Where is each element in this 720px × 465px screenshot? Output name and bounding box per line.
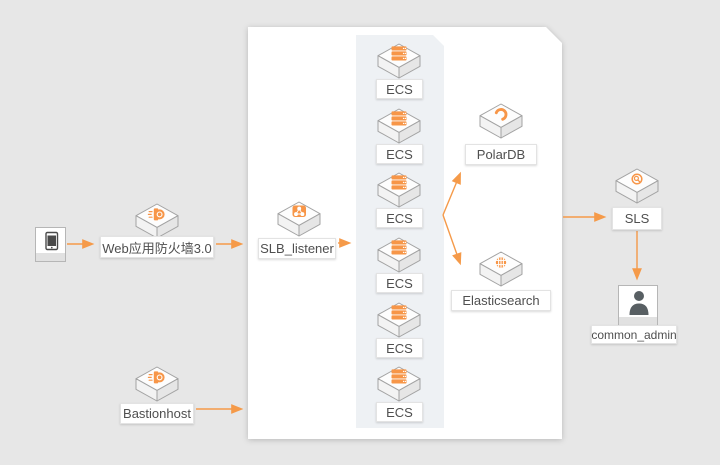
admin-label: common_admin xyxy=(591,325,677,344)
node-elasticsearch[interactable]: Elasticsearch xyxy=(451,251,551,311)
node-waf[interactable]: Web应用防火墙3.0 xyxy=(100,203,214,259)
bastionhost-icon xyxy=(135,366,179,402)
elasticsearch-label: Elasticsearch xyxy=(451,290,551,311)
ecs-label: ECS xyxy=(376,273,423,293)
node-bastionhost[interactable]: Bastionhost xyxy=(120,366,194,426)
node-ecs-5[interactable]: ECS xyxy=(376,302,423,358)
polardb-icon xyxy=(479,103,523,139)
mobile-device-icon xyxy=(45,231,59,251)
user-icon xyxy=(629,291,649,315)
ecs-group-band xyxy=(356,35,444,428)
waf-icon xyxy=(135,203,179,239)
sls-label: SLS xyxy=(612,207,662,230)
waf-label: Web应用防火墙3.0 xyxy=(100,236,214,258)
node-ecs-1[interactable]: ECS xyxy=(376,43,423,99)
ecs-label: ECS xyxy=(376,402,423,422)
node-sls[interactable]: SLS xyxy=(612,168,662,230)
ecs-icon xyxy=(377,237,421,273)
node-ecs-2[interactable]: ECS xyxy=(376,108,423,164)
sls-icon xyxy=(615,168,659,204)
ecs-icon xyxy=(377,108,421,144)
admin-box-strip xyxy=(619,317,657,326)
node-polardb[interactable]: PolarDB xyxy=(465,103,537,165)
admin-box xyxy=(618,285,658,327)
bastionhost-label: Bastionhost xyxy=(120,403,194,424)
slb-icon xyxy=(277,201,321,237)
client-device-strip xyxy=(36,253,65,261)
elasticsearch-icon xyxy=(479,251,523,287)
ecs-icon xyxy=(377,302,421,338)
ecs-label: ECS xyxy=(376,208,423,228)
node-ecs-6[interactable]: ECS xyxy=(376,366,423,422)
client-device-box xyxy=(35,227,66,262)
ecs-label: ECS xyxy=(376,338,423,358)
ecs-icon xyxy=(377,172,421,208)
ecs-label: ECS xyxy=(376,79,423,99)
node-ecs-3[interactable]: ECS xyxy=(376,172,423,228)
ecs-icon xyxy=(377,43,421,79)
node-client-device[interactable] xyxy=(35,227,66,262)
node-ecs-4[interactable]: ECS xyxy=(376,237,423,293)
node-common-admin[interactable]: common_admin xyxy=(591,285,677,345)
ecs-label: ECS xyxy=(376,144,423,164)
ecs-icon xyxy=(377,366,421,402)
polardb-label: PolarDB xyxy=(465,144,537,165)
node-slb-listener[interactable]: SLB_listener xyxy=(258,201,336,261)
slb-label: SLB_listener xyxy=(258,238,336,259)
